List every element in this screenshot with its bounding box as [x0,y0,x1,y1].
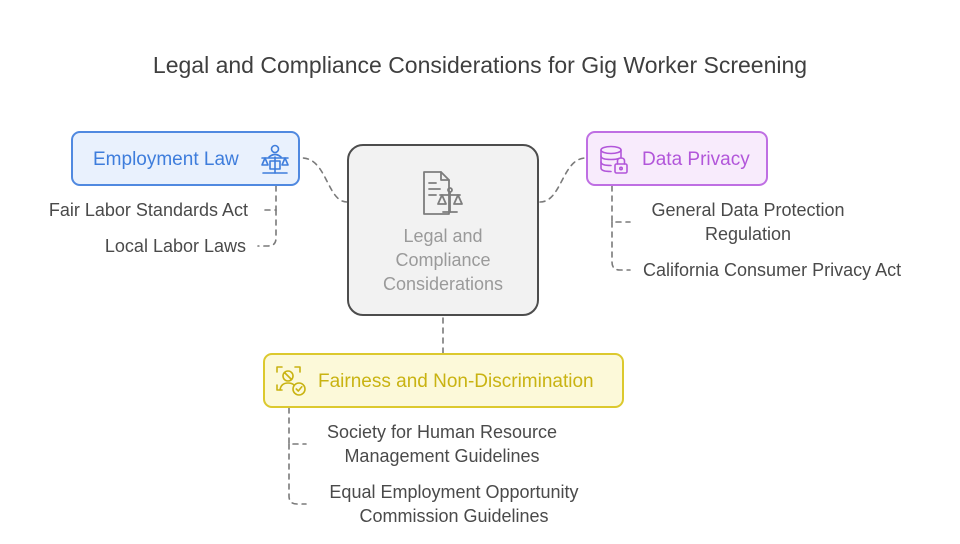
fairness-label: Fairness and Non-Discrimination [318,371,594,392]
connector-employment-leaf-1 [259,185,277,211]
employment-law-label: Employment Law [93,149,239,170]
fairness-item-2: Equal Employment Opportunity Commission … [329,482,579,526]
data-privacy-node: Data Privacy [586,131,768,186]
connector-center-employment [301,157,348,203]
data-privacy-label: Data Privacy [642,149,750,170]
central-topic-box: Legal and Compliance Considerations [347,144,539,316]
justice-person-scales-icon [259,143,291,180]
employment-law-item-1: Fair Labor Standards Act [48,200,248,220]
employment-law-node: Employment Law [71,131,300,186]
connector-fairness-leaf-1 [288,407,307,445]
central-topic-label: Legal and Compliance Considerations [382,226,504,294]
database-lock-icon [598,144,630,181]
employment-law-item-2: Local Labor Laws [104,236,246,256]
legal-document-scales-icon [419,168,469,223]
fairness-node: Fairness and Non-Discrimination [263,353,624,408]
data-privacy-item-1: General Data Protection Regulation [651,200,845,244]
diagram-title: Legal and Compliance Considerations for … [152,52,808,78]
connector-privacy-leaf-2 [611,221,631,271]
data-privacy-item-2: California Consumer Privacy Act [643,260,902,280]
fair-check-icon [275,365,307,402]
connector-center-privacy [539,157,587,203]
connector-fairness-leaf-2 [288,443,307,505]
connector-privacy-leaf-1 [611,185,631,223]
fairness-item-1: Society for Human Resource Management Gu… [326,422,558,466]
connector-employment-leaf-2 [257,209,277,247]
